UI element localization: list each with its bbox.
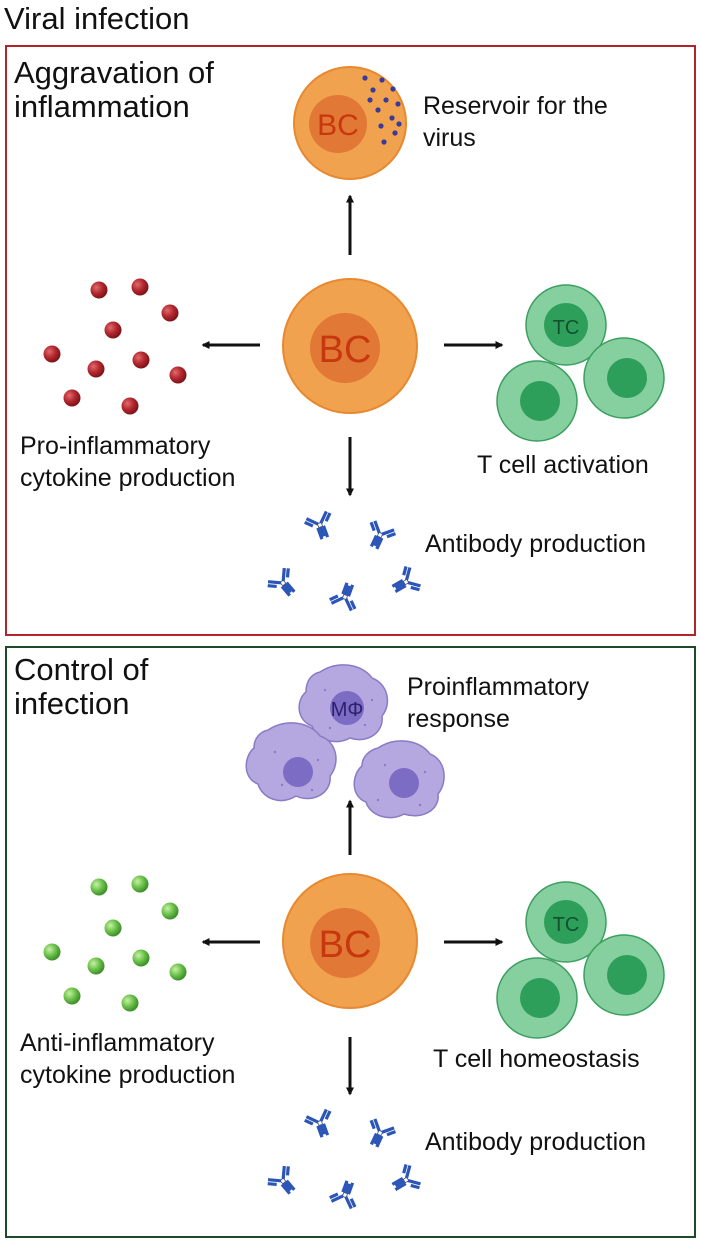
t-cell-homeostasis-label: T cell homeostasis xyxy=(433,1045,640,1073)
reservoir-b-cell-label: BC xyxy=(317,109,359,142)
t-cell-top-label: TC xyxy=(553,317,580,339)
central-b-cell-bottom: BC xyxy=(282,873,418,1009)
t-cells-bottom: TC xyxy=(496,881,665,1039)
macrophage-label: MΦ xyxy=(331,699,364,721)
central-b-cell-bottom-label: BC xyxy=(319,924,372,966)
control-panel xyxy=(5,646,696,1238)
reservoir-b-cell: BC xyxy=(293,66,407,180)
virus-particles xyxy=(362,75,402,145)
antibody-production-label-bottom: Antibody production xyxy=(425,1128,646,1156)
reservoir-label: Reservoir for the virus xyxy=(423,92,608,152)
antibodies-bottom xyxy=(263,1106,424,1212)
anti-inflammatory-cytokines xyxy=(43,875,187,1012)
proinflammatory-response-label: Proinflammatory response xyxy=(407,673,589,733)
figure-title: Viral infection xyxy=(4,1,190,36)
central-b-cell-top: BC xyxy=(282,278,418,414)
pro-inflammatory-cytokines xyxy=(43,278,187,415)
pro-cytokine-label: Pro-inflammatory cytokine production xyxy=(20,432,236,492)
macrophages: MΦ xyxy=(245,664,445,819)
anti-cytokine-label: Anti-inflammatory cytokine production xyxy=(20,1029,236,1089)
control-panel-title: Control of infection xyxy=(14,652,149,721)
central-b-cell-top-label: BC xyxy=(319,329,372,371)
antibody-production-label-top: Antibody production xyxy=(425,530,646,558)
antibodies-top xyxy=(263,508,424,614)
t-cells-top: TC xyxy=(496,284,665,442)
t-cell-activation-label: T cell activation xyxy=(477,451,649,479)
aggravation-panel xyxy=(5,45,696,636)
t-cell-bottom-label: TC xyxy=(553,914,580,936)
aggravation-panel-title: Aggravation of inflammation xyxy=(14,55,214,124)
